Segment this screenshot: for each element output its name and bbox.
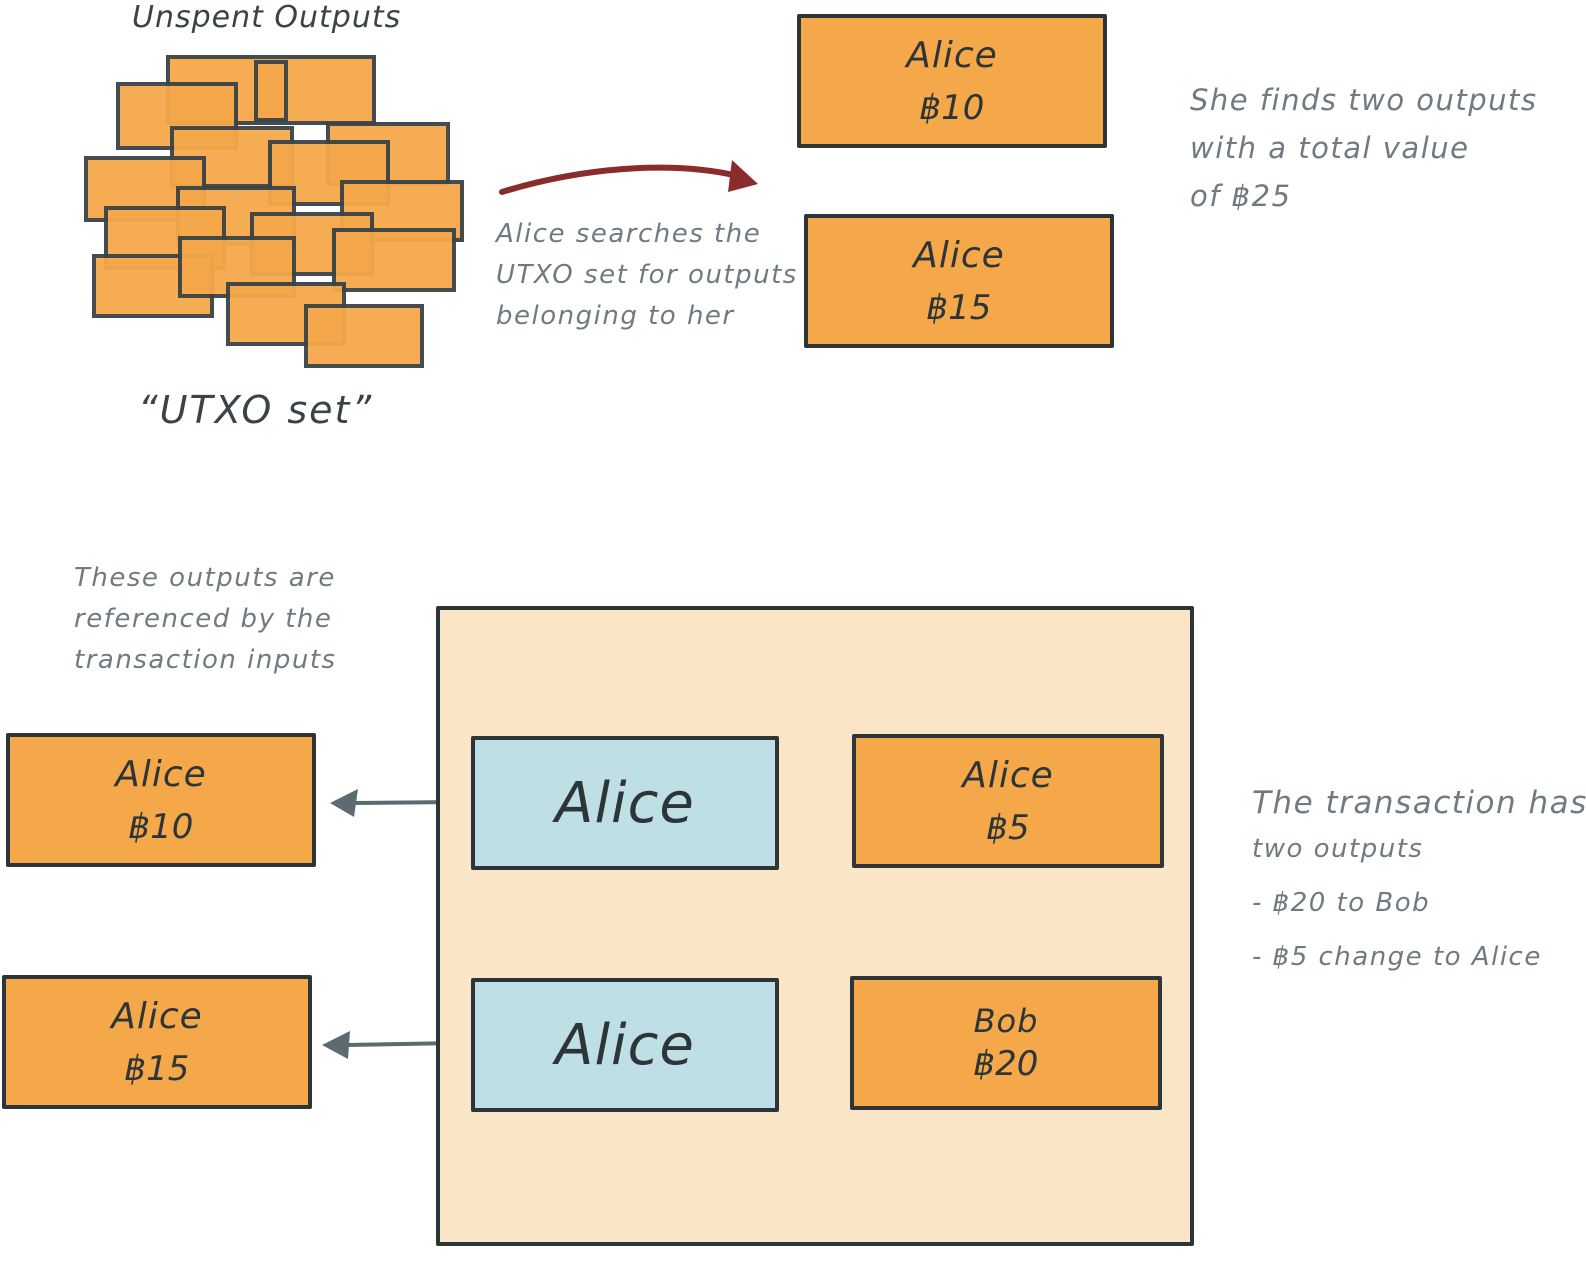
utxo-piece — [304, 304, 424, 368]
referenced-output-10: Alice ฿10 — [6, 733, 316, 867]
inputs-note-line: referenced by the — [74, 604, 333, 634]
search-note: Alice searches the UTXO set for outputs … — [496, 214, 798, 337]
output-owner: Alice — [913, 234, 1005, 276]
found-note-line: of ฿25 — [1190, 179, 1292, 213]
transaction-output-bob: Bob ฿20 — [850, 976, 1162, 1110]
transaction-output-change: Alice ฿5 — [852, 734, 1164, 868]
outputs-note-line: two outputs — [1252, 834, 1424, 864]
referenced-output-15: Alice ฿15 — [2, 975, 312, 1109]
utxo-piece — [254, 60, 288, 122]
output-amount: ฿15 — [124, 1048, 190, 1089]
found-output-10: Alice ฿10 — [797, 14, 1107, 148]
output-amount: ฿15 — [926, 287, 992, 328]
output-owner: Bob — [973, 1002, 1039, 1040]
inputs-note-line: transaction inputs — [74, 645, 337, 675]
utxo-piece — [332, 228, 456, 292]
output-amount: ฿5 — [986, 807, 1030, 848]
reference-arrow-2-head — [322, 1031, 350, 1059]
output-owner: Alice — [906, 34, 998, 76]
input-owner: Alice — [555, 770, 695, 836]
transaction-input-2: Alice — [471, 978, 779, 1112]
utxo-set-caption: “UTXO set” — [138, 388, 374, 432]
output-amount: ฿10 — [919, 87, 985, 128]
found-note-line: with a total value — [1190, 131, 1470, 165]
inputs-note: These outputs are referenced by the tran… — [74, 558, 337, 681]
reference-arrow-1-head — [330, 789, 358, 817]
found-note-line: She finds two outputs — [1190, 83, 1538, 117]
output-amount: ฿20 — [973, 1044, 1039, 1084]
utxo-set-title: Unspent Outputs — [132, 0, 402, 35]
found-note: She finds two outputs with a total value… — [1190, 76, 1538, 220]
search-arrow-head — [728, 160, 758, 192]
output-owner: Alice — [962, 754, 1054, 796]
output-amount: ฿10 — [128, 806, 194, 847]
output-owner: Alice — [115, 753, 207, 795]
outputs-note-line: - ฿5 change to Alice — [1252, 942, 1542, 972]
output-owner: Alice — [111, 995, 203, 1037]
outputs-note-line: The transaction has — [1252, 785, 1586, 821]
inputs-note-line: These outputs are — [74, 563, 336, 593]
found-output-15: Alice ฿15 — [804, 214, 1114, 348]
search-note-line: Alice searches the — [496, 219, 762, 249]
transaction-input-1: Alice — [471, 736, 779, 870]
input-owner: Alice — [555, 1012, 695, 1078]
search-note-line: belonging to her — [496, 301, 735, 331]
outputs-note-line: - ฿20 to Bob — [1252, 888, 1431, 918]
transaction-box — [436, 606, 1194, 1246]
search-arrow — [499, 164, 741, 195]
search-note-line: UTXO set for outputs — [496, 260, 798, 290]
outputs-note: The transaction has two outputs - ฿20 to… — [1252, 780, 1586, 980]
